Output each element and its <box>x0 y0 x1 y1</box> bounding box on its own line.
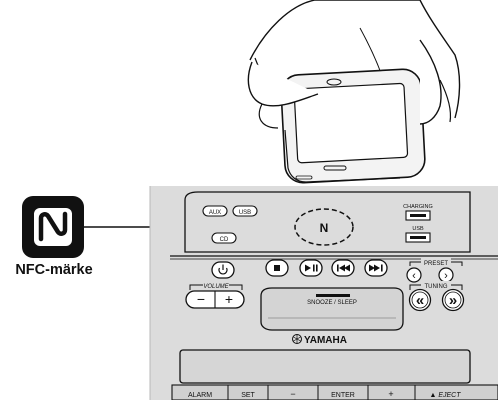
snooze-label: SNOOZE / SLEEP <box>307 300 357 306</box>
alarm-button[interactable]: ALARM <box>188 392 212 399</box>
svg-text:‹: ‹ <box>412 270 416 282</box>
usb-port-label: USB <box>412 226 424 232</box>
nfc-touch-area[interactable]: N <box>294 208 354 246</box>
display-window <box>179 349 471 384</box>
usb-label: USB <box>239 210 251 216</box>
plus-button[interactable]: + <box>388 389 393 399</box>
preset-down-button[interactable]: ‹ <box>406 267 422 283</box>
aux-label: AUX <box>209 210 221 216</box>
volume-label: VOLUME <box>203 284 229 290</box>
stop-button[interactable] <box>265 259 289 277</box>
next-button[interactable] <box>364 259 388 277</box>
power-button[interactable] <box>211 261 235 279</box>
play-pause-button[interactable] <box>299 259 323 277</box>
preset-up-button[interactable]: › <box>438 267 454 283</box>
source-buttons: AUX USB CD <box>202 205 258 244</box>
tuning-down-button[interactable]: « <box>408 288 432 312</box>
transport-buttons <box>265 259 388 277</box>
preset-label: PRESET <box>424 261 448 267</box>
bottom-button-bar: ALARM SET − ENTER + ▲ EJECT <box>171 384 498 400</box>
yamaha-logo: YAMAHA <box>292 334 347 346</box>
nfc-caption: NFC-märke <box>15 262 92 278</box>
enter-button[interactable]: ENTER <box>331 392 355 399</box>
brand-label: YAMAHA <box>304 335 347 346</box>
set-button[interactable]: SET <box>241 392 255 399</box>
charging-label: CHARGING <box>403 204 433 210</box>
nfc-logo-icon <box>22 196 84 258</box>
eject-button[interactable]: ▲ EJECT <box>429 392 461 399</box>
previous-button[interactable] <box>331 259 355 277</box>
snooze-sleep-button[interactable]: SNOOZE / SLEEP <box>260 287 404 331</box>
svg-text:»: » <box>449 292 457 309</box>
preset-group: PRESET ‹ › <box>406 258 463 283</box>
tuning-label: TUNING <box>425 284 448 290</box>
nfc-area-icon: N <box>320 221 329 235</box>
tuning-up-button[interactable]: » <box>441 288 465 312</box>
cd-label: CD <box>220 237 229 243</box>
usb-button[interactable] <box>232 205 258 217</box>
volume-down-button[interactable]: − <box>197 291 205 307</box>
svg-text:›: › <box>444 270 448 282</box>
usb-ports: CHARGING USB <box>403 204 433 243</box>
aux-button[interactable] <box>202 205 228 217</box>
svg-text:«: « <box>416 292 424 309</box>
volume-up-button[interactable]: + <box>225 291 233 307</box>
minus-button[interactable]: − <box>290 389 295 399</box>
cd-button[interactable] <box>211 232 237 244</box>
tuning-group: TUNING « » <box>408 281 465 312</box>
volume-group: VOLUME − + <box>185 281 245 309</box>
hand-with-phone-illustration <box>247 0 461 184</box>
smartphone <box>280 68 426 184</box>
